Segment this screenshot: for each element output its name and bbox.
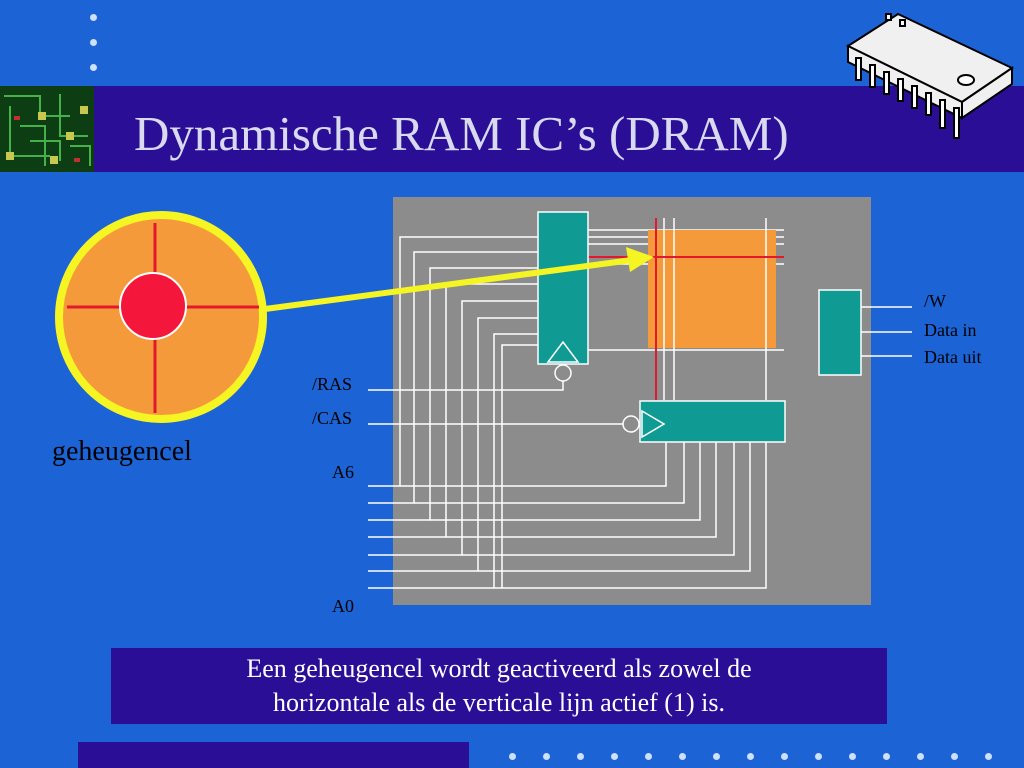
dot [747,753,754,760]
column-lines [663,218,767,400]
ras-inverter [554,364,572,382]
write-label: /W [924,291,946,311]
column-clock-triangle [641,409,666,439]
dot [781,753,788,760]
dot [577,753,584,760]
a6-label: A6 [332,462,354,482]
caption-line-1: Een geheugencel wordt geactiveerd als zo… [246,654,752,683]
a0-label: A0 [332,596,354,616]
ic-chip-icon [845,12,1015,139]
circuit-board-icon [0,86,94,172]
cas-inverter [622,415,640,433]
dot [679,753,686,760]
io-buffer [818,289,862,376]
slide-title: Dynamische RAM IC’s (DRAM) [134,106,789,161]
dot [985,753,992,760]
dot [611,753,618,760]
cell-core [119,272,187,340]
cell-label: geheugencel [52,436,192,467]
dot [90,64,97,71]
dot [90,39,97,46]
title-bar [0,86,1024,172]
cas-label: /CAS [312,408,352,428]
dot [543,753,550,760]
bottom-bar [78,742,469,768]
pointer-arrow [264,247,654,312]
dot [645,753,652,760]
dot [883,753,890,760]
dot [713,753,720,760]
dot [917,753,924,760]
caption-line-2: horizontale als de verticale lijn actief… [273,688,725,717]
dot [815,753,822,760]
dot [951,753,958,760]
ras-label: /RAS [312,374,352,394]
memory-array [648,230,776,348]
dot [90,14,97,21]
dot [509,753,516,760]
data-in-label: Data in [924,320,976,340]
address-bus [368,236,767,589]
row-clock-triangle [546,340,580,363]
column-decoder [639,400,786,443]
caption-box: Een geheugencel wordt geactiveerd als zo… [111,648,887,724]
dot [849,753,856,760]
data-out-label: Data uit [924,347,981,367]
row-decoder [537,211,589,365]
